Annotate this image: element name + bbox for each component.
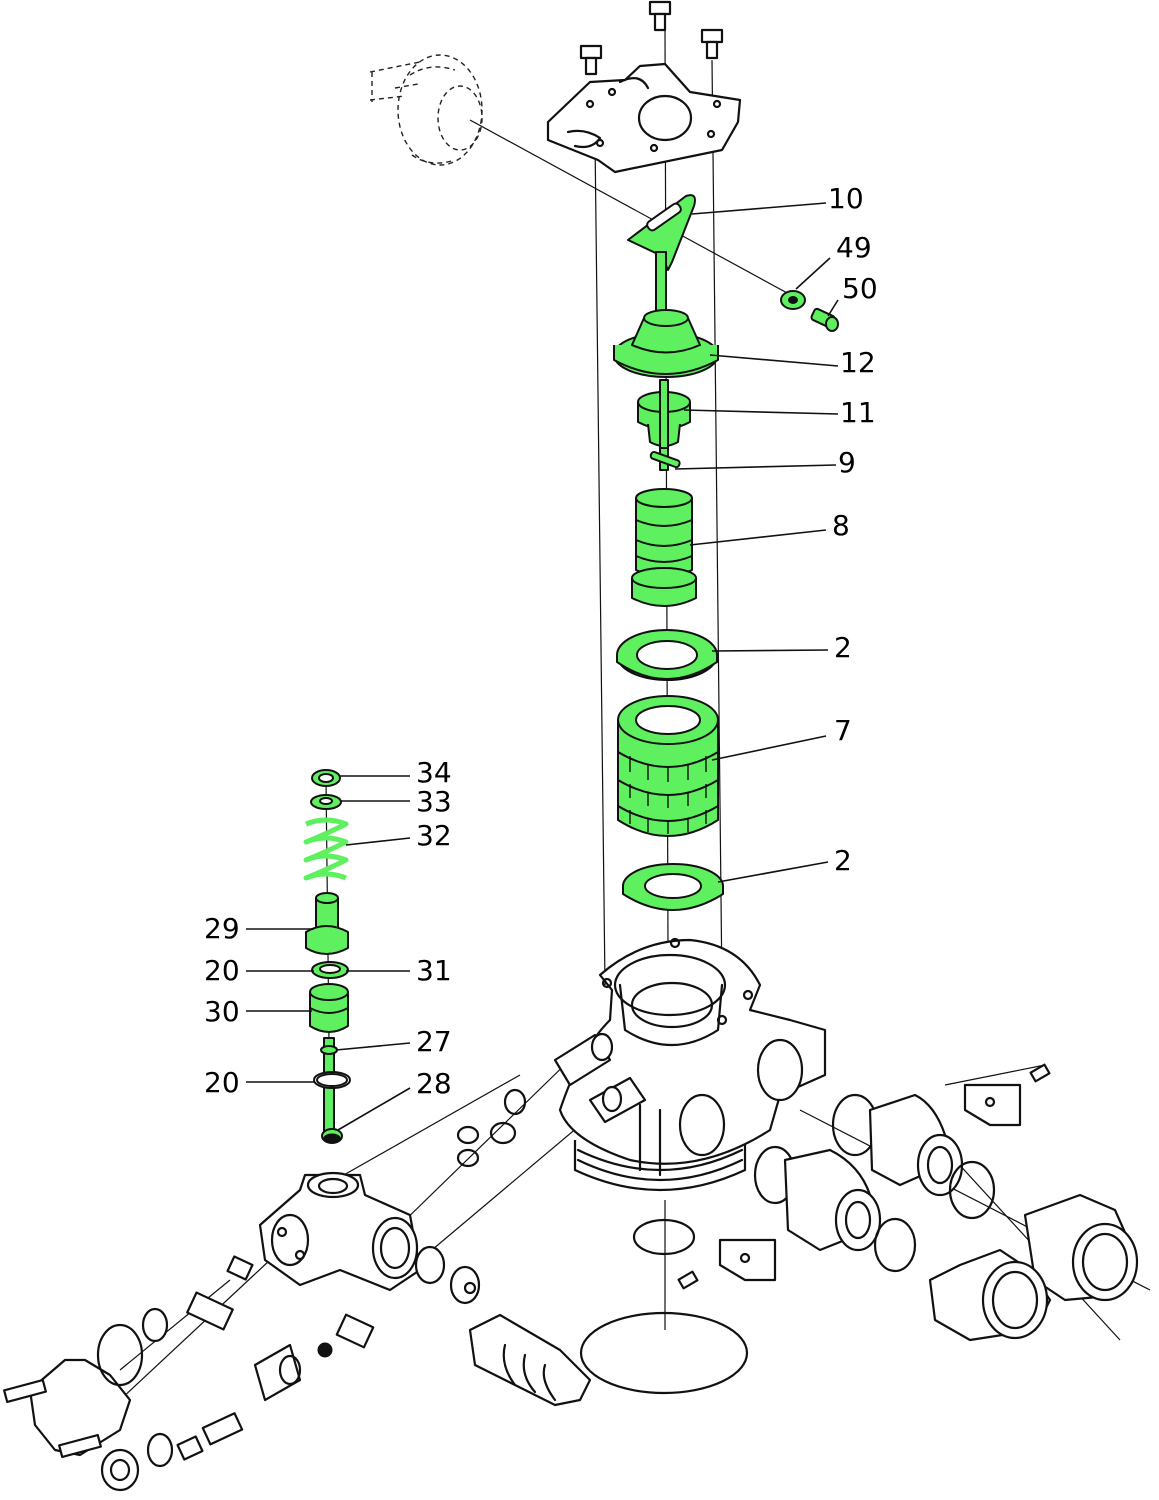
callout-34: 34 <box>416 756 452 789</box>
part-12-piston-cap <box>613 309 719 378</box>
part-29-cap <box>305 892 349 955</box>
injector-body <box>258 1171 422 1292</box>
part-11-seal-retainer <box>637 379 691 453</box>
threaded-connector-lower <box>928 1248 1052 1342</box>
part-20-o-ring-lower <box>313 1071 351 1089</box>
small-o-rings <box>456 1088 527 1168</box>
callout-31: 31 <box>416 954 452 987</box>
part-50-screw <box>810 307 839 332</box>
callout-8: 8 <box>832 509 850 542</box>
small-screws-right <box>677 1063 1051 1290</box>
part-31-o-ring <box>311 961 349 979</box>
mounting-plate <box>546 62 742 174</box>
callout-20-upper: 20 <box>204 954 240 987</box>
callout-2-upper: 2 <box>834 631 852 664</box>
adapter-fitting-upper <box>831 1083 1022 1220</box>
adapter-fitting-lower <box>718 1145 917 1282</box>
phantom-motor-outline <box>369 54 483 166</box>
part-9-pin <box>649 447 681 471</box>
callout-11: 11 <box>840 396 876 429</box>
callout-leaders <box>246 202 839 1131</box>
valve-body <box>553 937 827 1192</box>
callout-29: 29 <box>204 912 240 945</box>
part-2-seal-lower <box>622 863 724 911</box>
callout-49: 49 <box>836 231 872 264</box>
callout-9: 9 <box>838 446 856 479</box>
part-34-retaining-ring <box>311 769 341 787</box>
callout-50: 50 <box>842 272 878 305</box>
callout-32: 32 <box>416 819 452 852</box>
callout-labels: 10 49 50 12 11 9 8 2 7 2 34 33 32 29 20 … <box>204 182 878 1100</box>
part-32-spring <box>303 817 349 881</box>
injector-cap <box>3 1323 144 1459</box>
callout-28: 28 <box>416 1067 452 1100</box>
injector-screen-parts <box>100 1255 375 1492</box>
threaded-connector-upper <box>1023 1193 1139 1302</box>
part-33-washer <box>310 794 342 810</box>
callout-7: 7 <box>834 714 852 747</box>
callout-12: 12 <box>840 346 876 379</box>
part-7-spacer-stack <box>617 695 719 837</box>
callout-33: 33 <box>416 785 452 818</box>
part-8-piston <box>631 488 697 607</box>
callout-27: 27 <box>416 1025 452 1058</box>
part-10-lever <box>627 194 696 313</box>
part-30-cap <box>309 983 349 1033</box>
part-2-seal-upper <box>616 629 718 681</box>
part-49-washer <box>780 290 806 310</box>
callout-2-lower: 2 <box>834 844 852 877</box>
callout-10: 10 <box>828 182 864 215</box>
brine-fitting <box>414 1245 592 1407</box>
plate-screws <box>579 0 724 76</box>
callout-20-lower: 20 <box>204 1066 240 1099</box>
part-28-seal-washer <box>321 1128 343 1144</box>
callout-30: 30 <box>204 995 240 1028</box>
assembly-axis-lines <box>119 29 1151 1401</box>
body-o-rings <box>579 1218 749 1395</box>
